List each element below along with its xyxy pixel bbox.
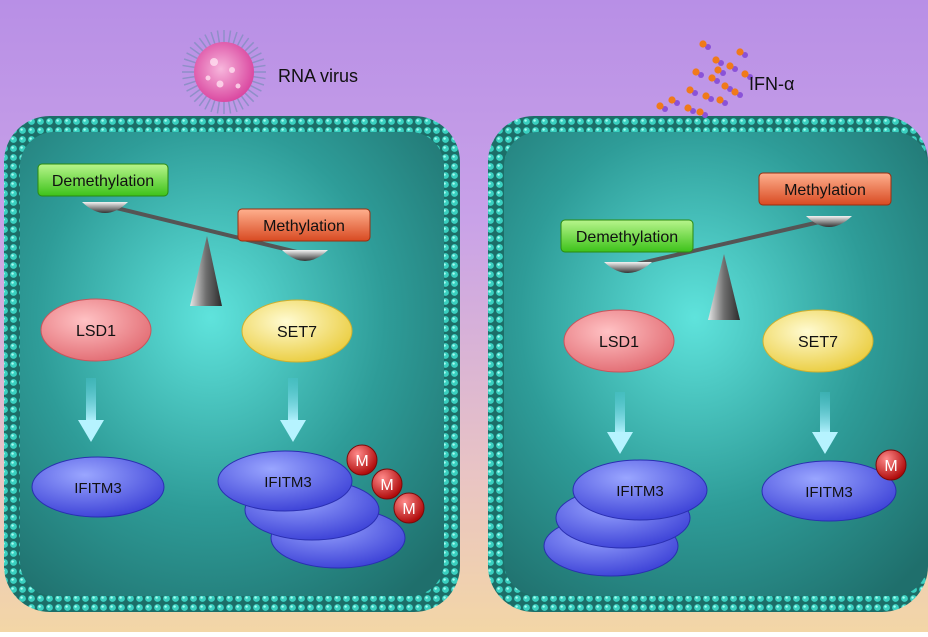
left-balance-pan-down	[282, 250, 328, 261]
right-balance-beam	[626, 218, 830, 268]
right-set7-enzyme: SET7	[762, 309, 874, 373]
svg-text:M: M	[380, 477, 393, 494]
right-cell: Demethylation Methylation LSD1 SET7	[488, 116, 928, 612]
left-balance-beam	[102, 203, 307, 256]
left-set7-label: SET7	[277, 324, 317, 341]
right-ifitm3-label: IFITM3	[805, 484, 853, 501]
left-demethylation-label: Demethylation	[52, 173, 154, 190]
right-demethylation-label: Demethylation	[576, 229, 678, 246]
right-balance-pan-up	[806, 216, 852, 227]
right-set7-label: SET7	[798, 334, 838, 351]
left-methyl-mark-2: M	[371, 468, 403, 500]
right-demethylation-box: Demethylation	[560, 219, 694, 253]
left-balance-pan-up	[82, 202, 128, 213]
left-arrow-set7	[280, 378, 306, 442]
left-arrow-lsd1	[78, 378, 104, 442]
svg-text:M: M	[402, 501, 415, 518]
right-arrow-set7	[812, 392, 838, 454]
left-methylation-label: Methylation	[263, 218, 345, 235]
right-balance-pan-down	[604, 262, 652, 273]
left-methyl-mark-1: M	[346, 444, 378, 476]
ifn-alpha-molecules-icon	[656, 40, 753, 118]
left-balance-scale	[82, 202, 328, 306]
right-lsd1-label: LSD1	[599, 334, 639, 351]
right-methylation-box: Methylation	[758, 172, 892, 206]
ifn-alpha-label: IFN-α	[749, 74, 794, 94]
left-ifitm3-single: IFITM3	[31, 456, 165, 518]
right-lsd1-enzyme: LSD1	[563, 309, 675, 373]
right-ifitm3-stack-label: IFITM3	[616, 483, 664, 500]
right-balance-pivot	[708, 254, 740, 320]
right-ifitm3-stack: IFITM3	[543, 459, 708, 577]
left-methylation-box: Methylation	[237, 208, 371, 242]
rna-virus-label: RNA virus	[278, 66, 358, 86]
svg-text:M: M	[355, 453, 368, 470]
right-methyl-mark-1: M	[875, 449, 907, 481]
right-balance-scale	[604, 216, 852, 320]
left-set7-enzyme: SET7	[241, 299, 353, 363]
svg-text:M: M	[884, 458, 897, 475]
left-methyl-mark-3: M	[393, 492, 425, 524]
left-cell: Demethylation Methylation LSD1 SET7 IFIT…	[4, 116, 460, 612]
left-lsd1-label: LSD1	[76, 323, 116, 340]
rna-virus-icon	[182, 30, 266, 114]
right-arrow-lsd1	[607, 392, 633, 454]
left-ifitm3-stack: IFITM3	[217, 450, 406, 569]
left-ifitm3-label: IFITM3	[74, 480, 122, 497]
left-demethylation-box: Demethylation	[37, 163, 169, 197]
left-lsd1-enzyme: LSD1	[40, 298, 152, 362]
left-ifitm3-stack-label: IFITM3	[264, 474, 312, 491]
left-balance-pivot	[190, 236, 222, 306]
right-ifitm3-single: IFITM3	[761, 460, 897, 522]
right-methylation-label: Methylation	[784, 182, 866, 199]
